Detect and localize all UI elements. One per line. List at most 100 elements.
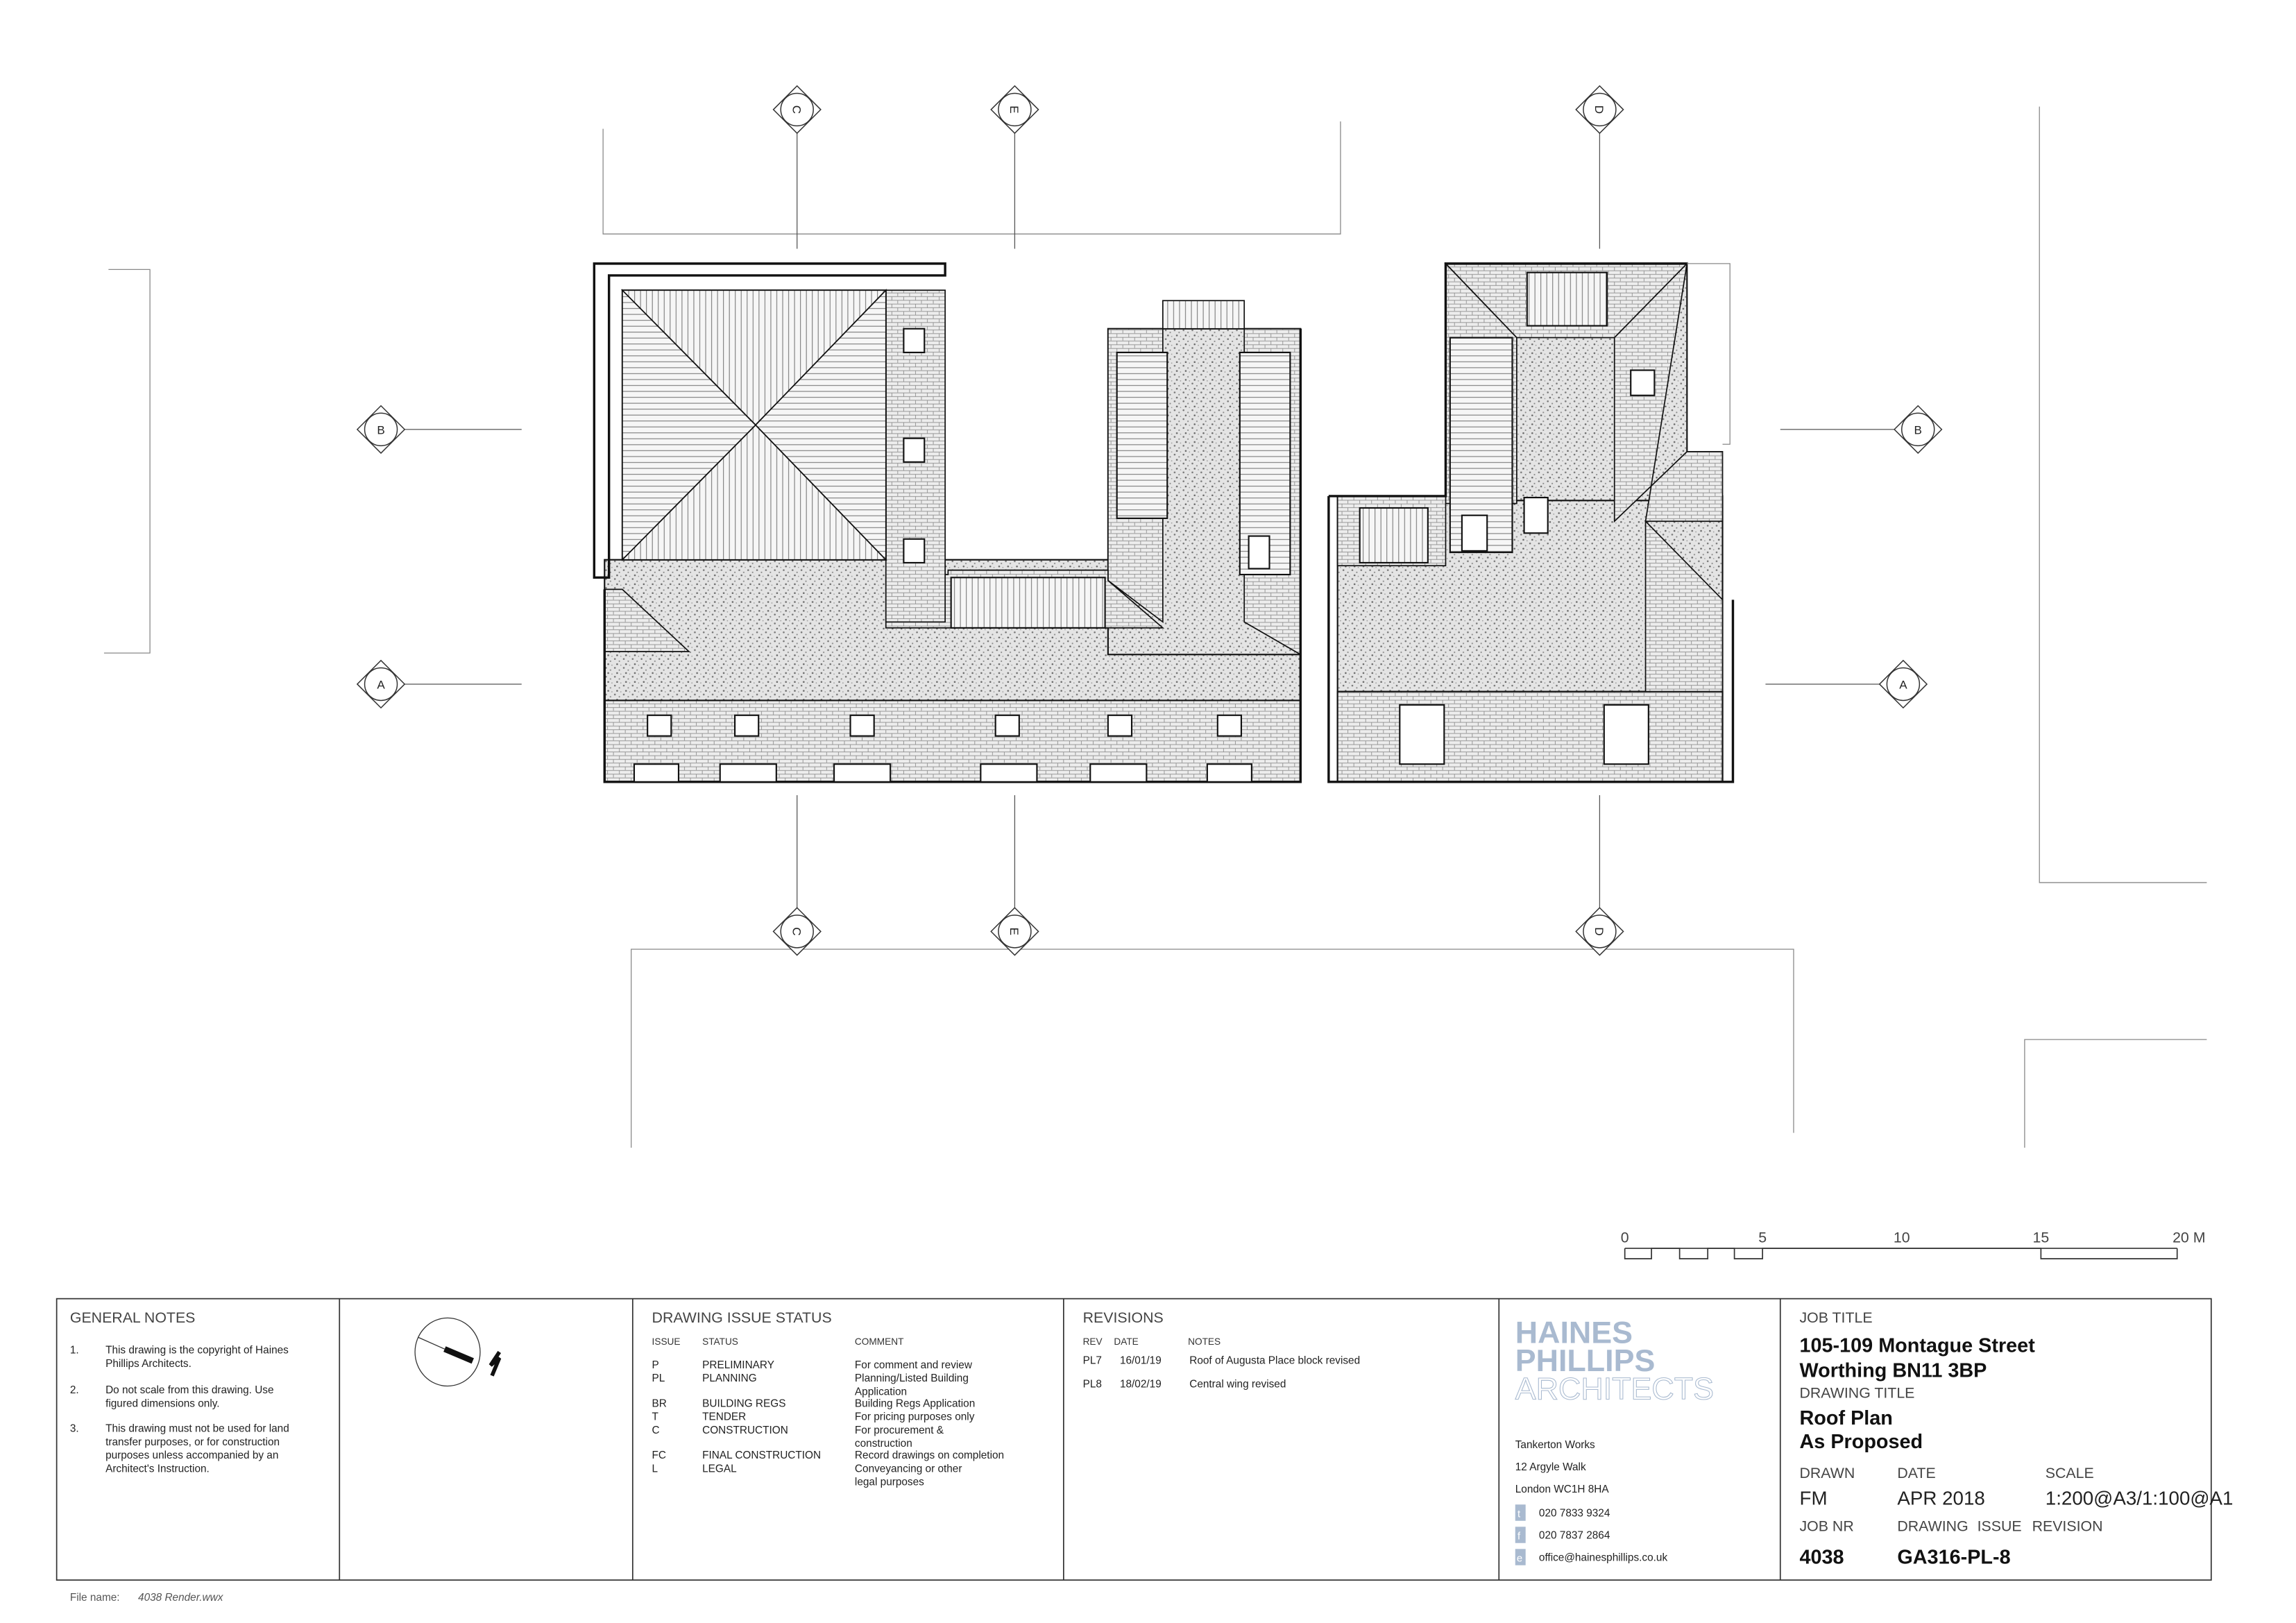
svg-text:As Proposed: As Proposed	[1800, 1431, 1923, 1453]
svg-text:t: t	[1517, 1508, 1521, 1520]
svg-text:DRAWING ISSUE STATUS: DRAWING ISSUE STATUS	[652, 1309, 832, 1326]
grid-lines	[400, 127, 1900, 914]
svg-text:BR: BR	[652, 1397, 667, 1409]
svg-text:f: f	[1517, 1530, 1521, 1542]
title-block: GENERAL NOTES 1. This drawing is the cop…	[56, 1298, 2234, 1581]
svg-text:Application: Application	[855, 1386, 907, 1397]
svg-text:4038: 4038	[1800, 1547, 1844, 1569]
svg-text:Phillips Architects.: Phillips Architects.	[105, 1358, 192, 1370]
svg-text:FC: FC	[652, 1450, 666, 1461]
svg-text:Central wing revised: Central wing revised	[1189, 1379, 1286, 1391]
svg-text:Building Regs Application: Building Regs Application	[855, 1397, 975, 1409]
svg-text:T: T	[652, 1411, 659, 1423]
svg-text:STATUS: STATUS	[702, 1336, 738, 1347]
svg-text:DRAWING: DRAWING	[1897, 1518, 1968, 1535]
grid-markers: C E D C E D B A B A	[356, 85, 1943, 956]
svg-text:D: D	[1592, 105, 1606, 114]
svg-text:Tankerton Works: Tankerton Works	[1515, 1439, 1595, 1451]
general-notes: GENERAL NOTES 1. This drawing is the cop…	[70, 1309, 289, 1475]
site-context-outlines	[103, 106, 2207, 1148]
grid-marker-bottom-e: E	[990, 907, 1039, 956]
svg-text:DATE: DATE	[1897, 1465, 1935, 1481]
svg-text:London WC1H 8HA: London WC1H 8HA	[1515, 1484, 1610, 1495]
svg-text:0: 0	[1621, 1230, 1629, 1246]
svg-text:APR 2018: APR 2018	[1897, 1487, 1984, 1509]
scale-bar: 0 5 10 15 20 M	[1621, 1230, 2206, 1259]
left-building-roof	[593, 262, 1302, 783]
grid-marker-top-d: D	[1575, 85, 1624, 135]
svg-text:L: L	[652, 1463, 658, 1475]
svg-text:CONSTRUCTION: CONSTRUCTION	[702, 1425, 788, 1436]
svg-text:figured dimensions only.: figured dimensions only.	[105, 1397, 220, 1409]
svg-text:Planning/Listed Building: Planning/Listed Building	[855, 1373, 969, 1384]
svg-text:PL8: PL8	[1083, 1379, 1102, 1391]
svg-text:1:200@A3/1:100@A1: 1:200@A3/1:100@A1	[2046, 1487, 2234, 1509]
issue-status-row: BR BUILDING REGS Building Regs Application	[652, 1397, 976, 1409]
svg-text:DRAWING TITLE: DRAWING TITLE	[1800, 1385, 1915, 1402]
svg-text:PRELIMINARY: PRELIMINARY	[702, 1359, 774, 1371]
grid-marker-top-e: E	[990, 85, 1039, 135]
grid-marker-right-a: A	[1878, 659, 1928, 709]
svg-text:5: 5	[1758, 1230, 1767, 1246]
svg-text:e: e	[1517, 1552, 1522, 1564]
svg-text:REVISIONS: REVISIONS	[1083, 1309, 1164, 1326]
svg-text:D: D	[1592, 927, 1606, 935]
drawing-issue-status: DRAWING ISSUE STATUS ISSUE STATUS COMMEN…	[652, 1309, 1005, 1488]
job-details: JOB TITLE 105-109 Montague Street Worthi…	[1800, 1309, 2234, 1569]
svg-text:P: P	[652, 1359, 659, 1371]
svg-text:PHILLIPS: PHILLIPS	[1515, 1343, 1656, 1378]
svg-text:Worthing BN11 3BP: Worthing BN11 3BP	[1800, 1360, 1987, 1382]
svg-text:FM: FM	[1800, 1487, 1828, 1509]
svg-text:3.: 3.	[70, 1423, 79, 1435]
svg-text:ARCHITECTS: ARCHITECTS	[1515, 1372, 1714, 1407]
svg-text:Architect's Instruction.: Architect's Instruction.	[105, 1463, 210, 1475]
svg-text:office@hainesphillips.co.uk: office@hainesphillips.co.uk	[1539, 1552, 1668, 1563]
svg-text:COMMENT: COMMENT	[855, 1336, 904, 1347]
north-arrow	[414, 1317, 502, 1387]
svg-text:JOB TITLE: JOB TITLE	[1800, 1309, 1873, 1326]
svg-text:PLANNING: PLANNING	[702, 1373, 757, 1384]
issue-status-row: P PRELIMINARY For comment and review	[652, 1359, 973, 1371]
right-building-roof	[1327, 262, 1735, 783]
grid-marker-right-b: B	[1894, 405, 1943, 454]
svg-text:16/01/19: 16/01/19	[1120, 1355, 1162, 1367]
svg-text:A: A	[377, 678, 385, 691]
svg-text:020 7837 2864: 020 7837 2864	[1539, 1529, 1610, 1541]
svg-text:ISSUE: ISSUE	[652, 1336, 681, 1347]
svg-text:020 7833 9324: 020 7833 9324	[1539, 1507, 1610, 1519]
north-arrow-n-glyph	[488, 1350, 502, 1377]
svg-text:Conveyancing or other: Conveyancing or other	[855, 1463, 962, 1475]
svg-text:For procurement &: For procurement &	[855, 1425, 944, 1436]
svg-text:SCALE: SCALE	[2046, 1465, 2094, 1481]
svg-text:Roof of Augusta Place block re: Roof of Augusta Place block revised	[1189, 1355, 1360, 1367]
svg-text:B: B	[377, 423, 384, 436]
svg-text:LEGAL: LEGAL	[702, 1463, 737, 1475]
svg-text:DRAWN: DRAWN	[1800, 1465, 1855, 1481]
svg-text:1.: 1.	[70, 1345, 79, 1357]
svg-text:B: B	[1914, 423, 1922, 436]
svg-text:ISSUE: ISSUE	[1978, 1518, 2022, 1535]
svg-text:DATE: DATE	[1114, 1336, 1138, 1347]
svg-text:105-109 Montague Street: 105-109 Montague Street	[1800, 1334, 2036, 1357]
grid-marker-bottom-c: C	[772, 907, 822, 956]
revisions: REVISIONS REV DATE NOTES PL7 16/01/19 Ro…	[1083, 1309, 1361, 1391]
svg-text:PL7: PL7	[1083, 1355, 1102, 1367]
svg-text:C: C	[790, 927, 803, 935]
svg-text:BUILDING REGS: BUILDING REGS	[702, 1397, 785, 1409]
svg-text:transfer purposes, or for cons: transfer purposes, or for construction	[105, 1436, 280, 1448]
svg-text:E: E	[1007, 105, 1021, 113]
svg-text:Record drawings on completion: Record drawings on completion	[855, 1450, 1004, 1461]
svg-text:Roof Plan: Roof Plan	[1800, 1407, 1893, 1429]
grid-marker-left-a: A	[356, 659, 406, 709]
svg-text:TENDER: TENDER	[702, 1411, 746, 1423]
svg-text:For comment and review: For comment and review	[855, 1359, 973, 1371]
svg-text:HAINES: HAINES	[1515, 1316, 1633, 1350]
svg-text:File name:: File name:	[70, 1592, 120, 1604]
svg-text:construction: construction	[855, 1438, 912, 1450]
